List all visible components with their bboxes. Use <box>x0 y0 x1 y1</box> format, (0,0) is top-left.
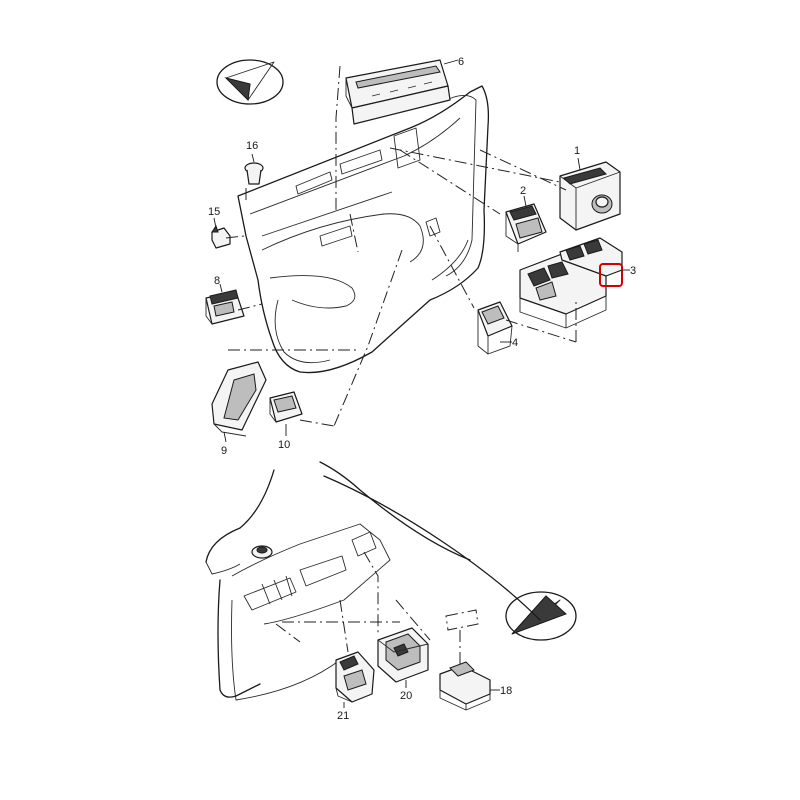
front-connector-lines <box>225 65 577 427</box>
part-4-switch <box>477 301 513 355</box>
part-16-clip <box>244 153 264 185</box>
part-6-switch-strip <box>345 59 459 125</box>
callout-16: 16 <box>246 140 258 152</box>
callout-1: 1 <box>574 145 580 157</box>
callout-18: 18 <box>500 685 512 697</box>
part-15-plug <box>211 217 231 249</box>
callout-2: 2 <box>520 185 526 197</box>
part-9-handle-bezel <box>211 361 267 443</box>
part-20-switch <box>377 627 429 688</box>
callout-6: 6 <box>458 56 464 68</box>
callout-labels: 6 16 15 8 9 10 1 2 3 4 18 20 21 <box>208 56 636 722</box>
part-1-mirror-switch <box>559 157 621 231</box>
part-10-switch <box>269 391 303 436</box>
front-door-trim-panel <box>237 85 490 374</box>
rear-door-trim-panel <box>205 461 541 701</box>
part-8-switch <box>205 283 245 325</box>
callout-4: 4 <box>512 337 518 349</box>
rear-door-orientation-icon <box>505 591 577 641</box>
part-3-master-switch <box>519 237 630 329</box>
callout-21: 21 <box>337 710 349 722</box>
callout-3: 3 <box>630 265 636 277</box>
rear-connector-lines <box>275 551 479 666</box>
part-3-highlight-box <box>599 263 623 287</box>
callout-10: 10 <box>278 439 290 451</box>
part-21-switch <box>335 651 375 708</box>
callout-15: 15 <box>208 206 220 218</box>
callout-9: 9 <box>221 445 227 457</box>
front-door-orientation-icon <box>216 59 284 105</box>
callout-20: 20 <box>400 690 412 702</box>
part-18-switch <box>439 661 500 711</box>
part-2-window-switch <box>505 195 547 252</box>
callout-8: 8 <box>214 275 220 287</box>
